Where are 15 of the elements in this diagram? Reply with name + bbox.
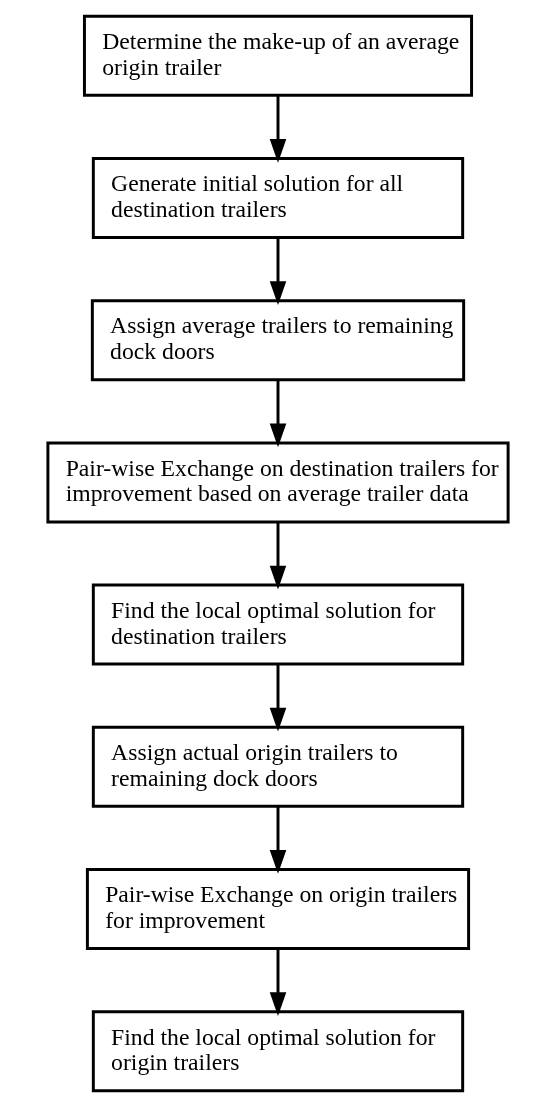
node-box: Generate initial solution for all destination trailers	[91, 157, 464, 239]
arrow	[269, 806, 286, 874]
arrow	[269, 379, 286, 448]
arrow	[269, 95, 286, 163]
node-box: Assign average trailers to remaining dock doors	[90, 299, 465, 382]
node-box: Assign actual origin trailers to remaining dock doors	[91, 725, 464, 808]
arrow	[269, 237, 286, 305]
node-box: Pair-wise Exchange on destination trailers for improvement based on average trailer data	[45, 441, 510, 524]
arrow	[269, 948, 286, 1016]
node-box: Pair-wise Exchange on origin trailers for improvement	[85, 868, 470, 950]
node-box: Find the local optimal solution for destination trailers	[91, 583, 464, 666]
node-box: Determine the make-up of an average origin trailer	[82, 14, 473, 97]
arrow	[269, 664, 286, 732]
node-box: Find the local optimal solution for origin trailers	[91, 1010, 464, 1093]
arrow	[269, 522, 286, 590]
